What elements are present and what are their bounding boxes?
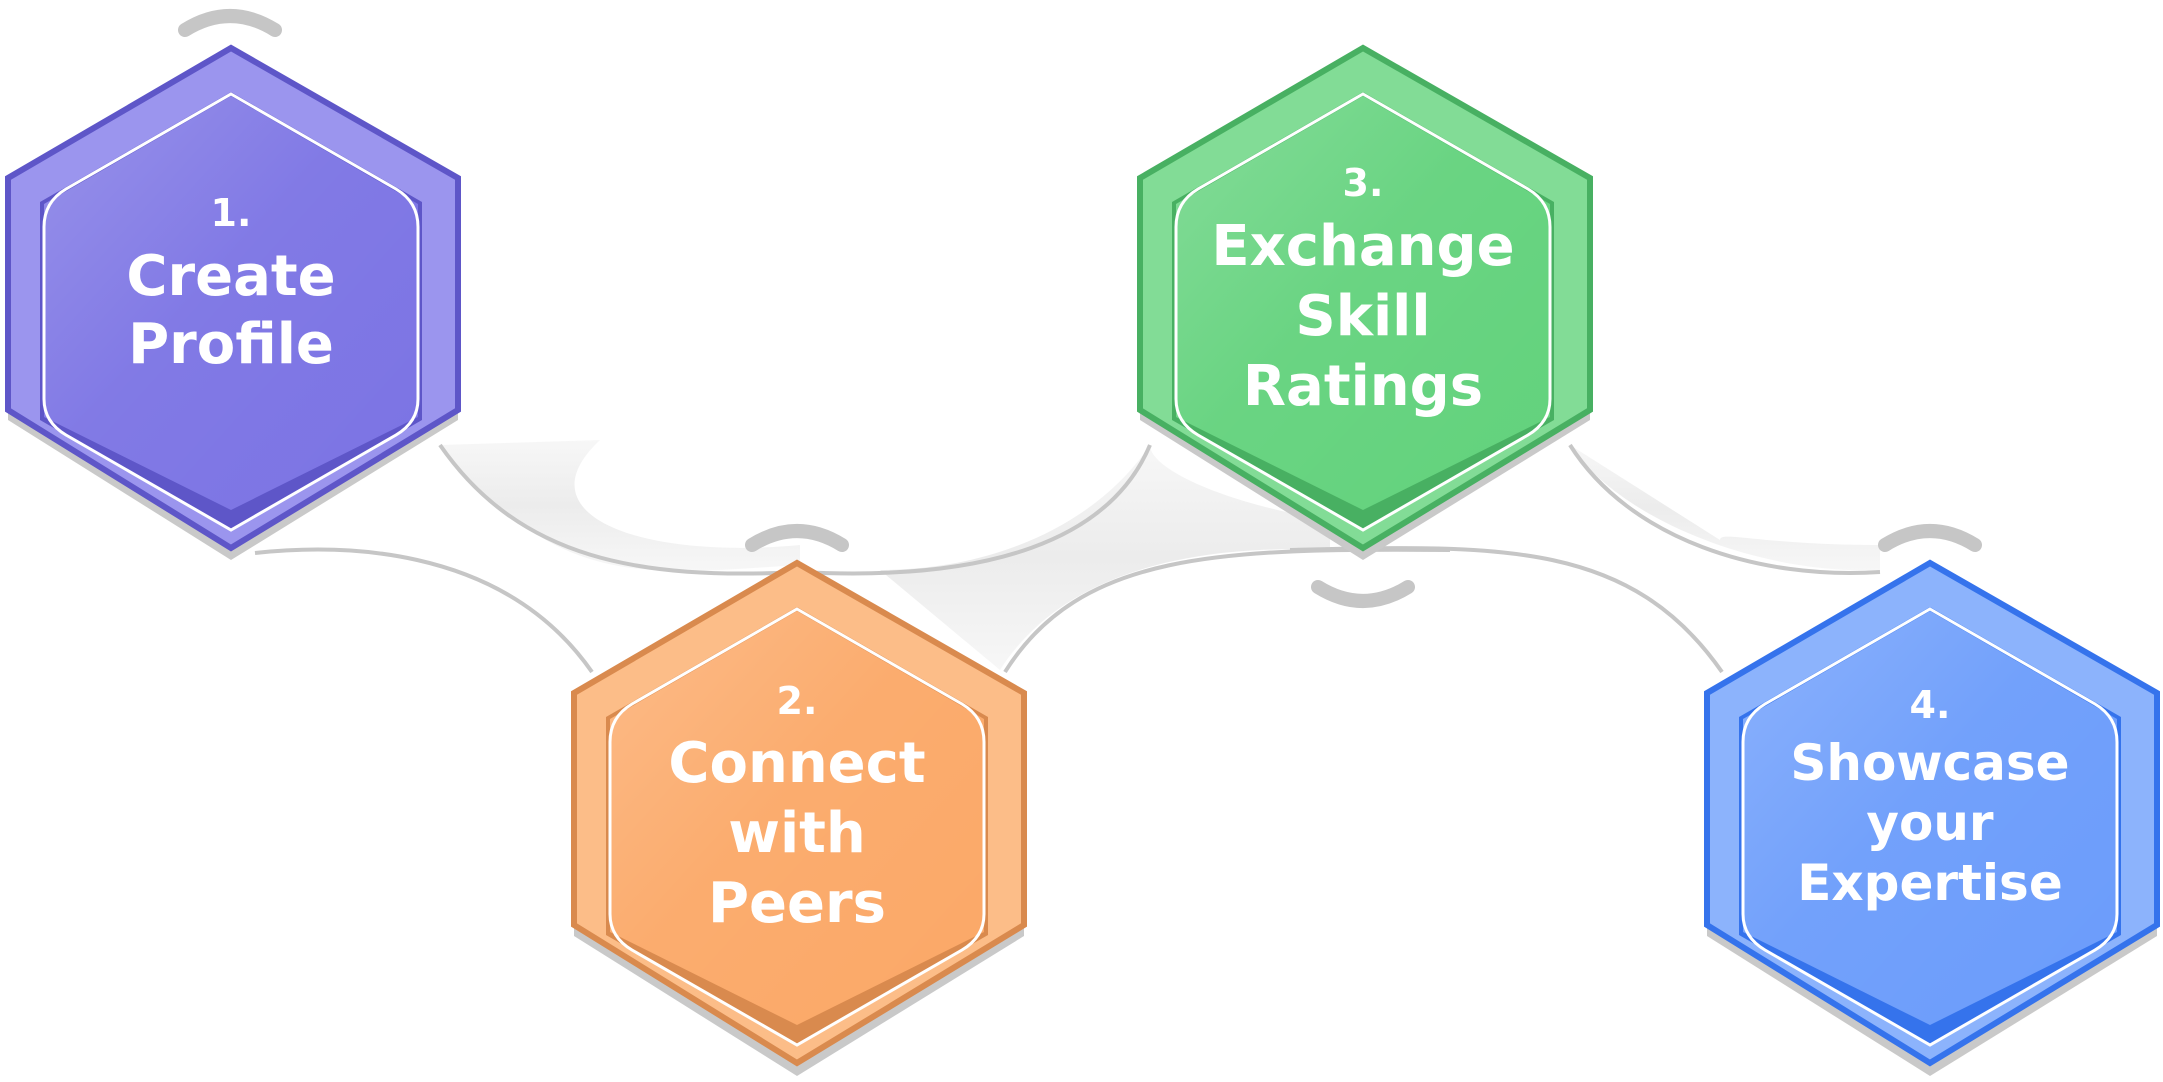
step-3-number: 3.	[1343, 161, 1384, 205]
step-4-label-line-2: your	[1866, 794, 1994, 852]
step-2-gloss	[610, 611, 984, 1025]
connector-band-3-4	[1570, 445, 1880, 571]
step-3-label-line-2: Skill	[1295, 284, 1430, 349]
step-2-label-line-3: Peers	[708, 871, 886, 936]
connector-arc-3-top	[1568, 443, 1881, 575]
step-2-label-line-2: with	[728, 801, 866, 866]
step-2: 2. Connect with Peers	[571, 524, 1027, 1076]
connector-arc-1-bottom	[254, 547, 594, 674]
step-3-gloss	[1176, 96, 1550, 510]
step-2-frame	[608, 607, 986, 1047]
step-2-cap	[745, 524, 849, 552]
step-3-label-line-3: Ratings	[1243, 354, 1483, 419]
step-4-gloss	[1743, 611, 2117, 1025]
step-2-edge	[571, 559, 1027, 1067]
step-2-label-line-1: Connect	[668, 731, 925, 796]
step-4-edge	[1704, 559, 2160, 1067]
step-4-label-line-3: Expertise	[1797, 854, 2062, 912]
step-3: 3. Exchange Skill Ratings	[1137, 44, 1593, 608]
step-4-frame	[1741, 607, 2119, 1047]
connector-arc-2-top	[799, 444, 1152, 576]
step-4-label-line-1: Showcase	[1790, 734, 2069, 792]
step-4-cap	[1878, 524, 1982, 552]
step-1-gloss	[44, 96, 418, 510]
step-1-label-line-1: Create	[126, 244, 335, 309]
step-4-number: 4.	[1910, 683, 1951, 727]
connector-arc-1-top	[438, 443, 801, 576]
step-3-cap	[1311, 580, 1415, 608]
step-1-label-line-2: Profile	[128, 312, 334, 377]
step-1-number: 1.	[211, 191, 252, 235]
step-1-edge	[5, 44, 461, 552]
step-1: 1. Create Profile	[5, 9, 461, 560]
step-2-number: 2.	[777, 679, 818, 723]
step-1-frame	[42, 92, 420, 532]
step-3-frame	[1174, 92, 1552, 532]
connector-band-2-3	[880, 445, 1330, 670]
step-4: 4. Showcase your Expertise	[1704, 524, 2160, 1076]
connector-band-1-2	[440, 440, 800, 571]
connectors	[254, 440, 1881, 674]
step-3-label-line-1: Exchange	[1211, 214, 1514, 279]
step-3-edge	[1137, 44, 1593, 552]
connector-arc-3-bottom	[1289, 546, 1724, 674]
step-1-cap	[178, 9, 282, 37]
